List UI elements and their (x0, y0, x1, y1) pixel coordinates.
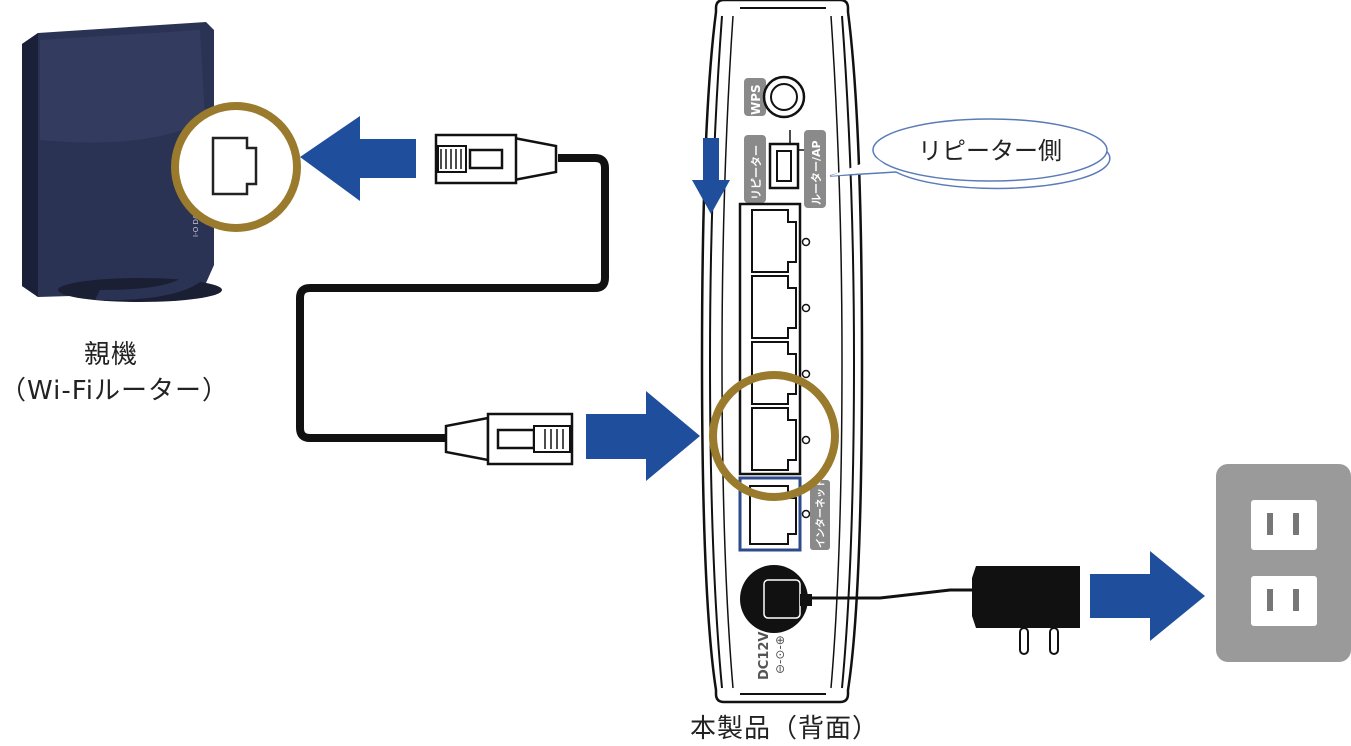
power-label: DC12V (757, 632, 772, 680)
internet-port (749, 485, 797, 545)
lan-port-4 (751, 407, 811, 471)
wps-button-area: WPS (744, 75, 806, 119)
outlet-socket-top (1251, 500, 1317, 550)
wps-label: WPS (749, 84, 763, 115)
lan-cable (296, 154, 609, 442)
product-port-highlight-ring (709, 371, 839, 501)
parent-router-logo: I-O DATA (192, 206, 200, 237)
lan-led-4 (801, 435, 811, 445)
arrow-to-product (586, 391, 700, 481)
power-label-area: DC12V ⊖-⊙-⊕ (757, 632, 787, 680)
mode-label-router-ap: ルーター/AP (810, 140, 823, 205)
arrow-to-parent (300, 116, 416, 201)
lan-led-1 (801, 237, 811, 247)
lan-port-icon (211, 136, 258, 196)
lan-ports (738, 202, 811, 476)
lan-plug-bottom (444, 412, 574, 466)
mode-label-repeater: リピーター (750, 145, 763, 200)
callout-text: リピーター側 (918, 137, 1062, 165)
parent-device-label: 親機 (84, 340, 139, 370)
parent-device-sublabel: （Wi-Fiルーター） (0, 376, 230, 406)
power-jack (740, 565, 812, 633)
parent-lan-port (171, 102, 301, 232)
lan-plug-top (434, 133, 558, 185)
product-label: 本製品（背面） (690, 714, 880, 744)
lan-port-1 (751, 209, 811, 273)
switch-down-arrow (692, 138, 730, 214)
parent-router: I-O DATA (22, 22, 222, 302)
polarity-icon: ⊖-⊙-⊕ (773, 635, 787, 674)
ac-adapter (972, 566, 1080, 655)
lan-port-2 (751, 275, 811, 339)
lan-led-3 (801, 369, 811, 379)
power-cord (812, 588, 976, 600)
outlet-socket-bottom (1251, 576, 1317, 626)
callout-bubble: リピーター側 (829, 118, 1111, 190)
internet-label: インターネット (815, 478, 827, 548)
arrow-to-outlet (1090, 551, 1205, 641)
mode-switch-area: リピーター ルーター/AP (744, 130, 826, 208)
internet-port-area: インターネット (738, 476, 830, 552)
lan-led-2 (801, 303, 811, 313)
wall-outlet (1216, 464, 1351, 662)
